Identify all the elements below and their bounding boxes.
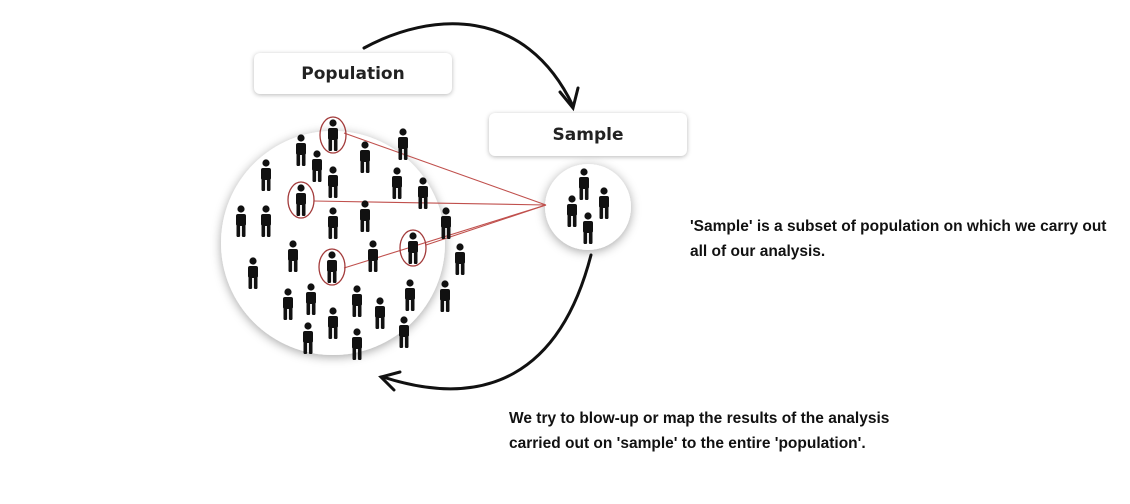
population-circle	[221, 131, 445, 355]
curved-arrow-icon	[362, 22, 580, 112]
person-icon	[440, 280, 450, 312]
highlight-ring	[319, 116, 347, 154]
highlight-ring	[287, 181, 315, 219]
person-icon	[441, 207, 451, 239]
blow-up-note: We try to blow-up or map the results of …	[509, 410, 890, 452]
connector-line	[343, 132, 547, 206]
sample-circle	[545, 164, 631, 250]
highlight-ring	[318, 248, 346, 286]
highlight-rings	[287, 116, 427, 286]
connector-line	[425, 204, 547, 246]
connector-line	[313, 200, 547, 206]
sample-label: Sample	[489, 113, 687, 156]
sample-definition-note: 'Sample' is a subset of population on wh…	[690, 218, 1107, 260]
curved-arrow-icon	[378, 253, 593, 392]
person-icon	[398, 128, 408, 160]
highlight-ring	[399, 229, 427, 267]
population-label: Population	[254, 53, 452, 94]
person-icon	[455, 243, 465, 275]
